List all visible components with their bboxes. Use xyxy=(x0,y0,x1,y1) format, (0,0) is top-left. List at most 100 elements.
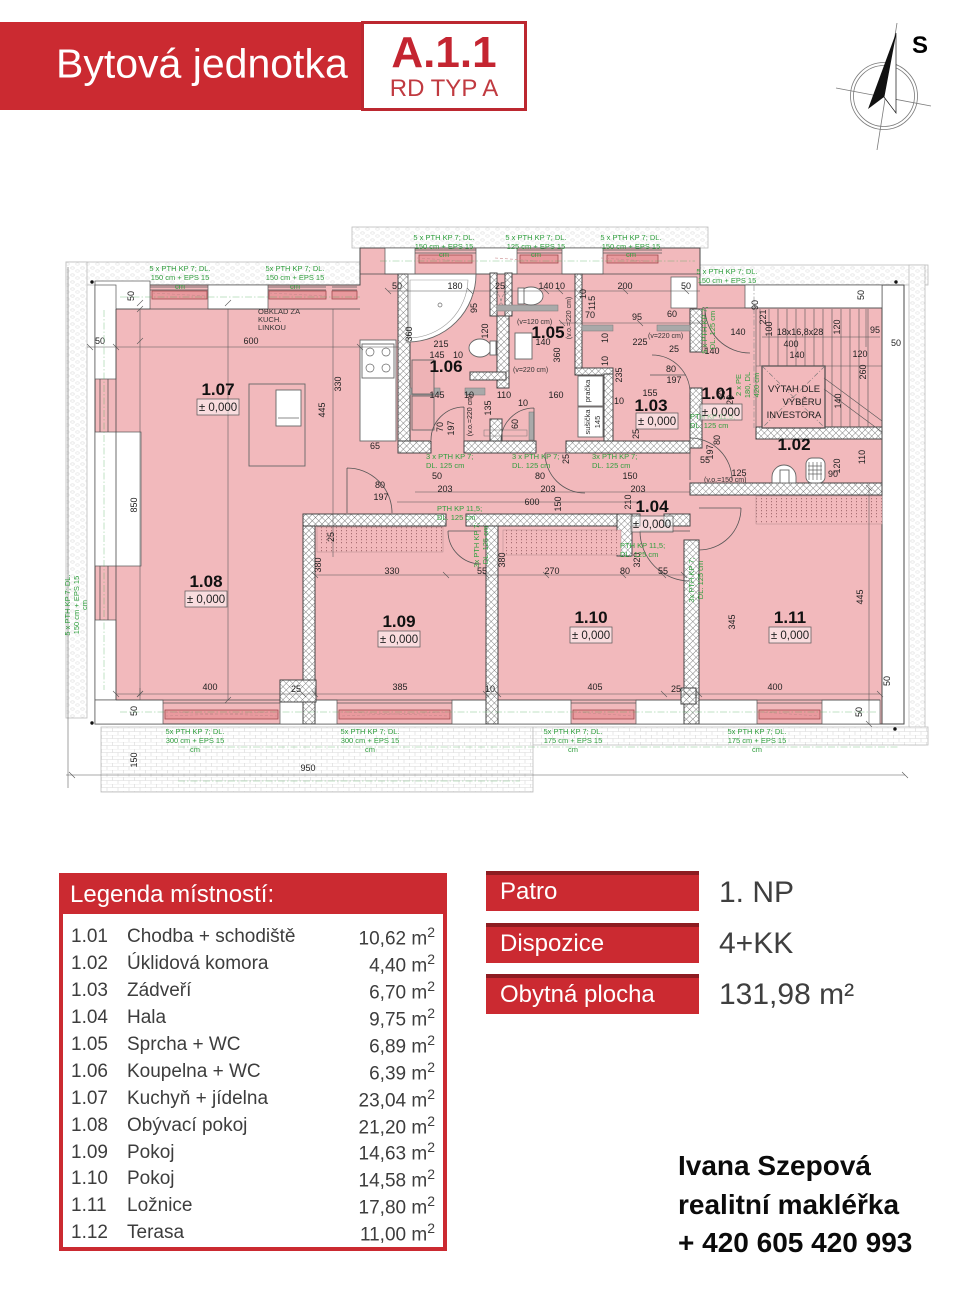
svg-text:55: 55 xyxy=(477,566,487,576)
svg-text:1.06: 1.06 xyxy=(429,357,462,376)
svg-text:221: 221 xyxy=(758,309,768,324)
svg-text:360: 360 xyxy=(552,347,562,362)
svg-text:50: 50 xyxy=(891,338,901,348)
svg-text:cm: cm xyxy=(365,745,375,754)
svg-text:145: 145 xyxy=(593,416,602,429)
svg-text:150: 150 xyxy=(553,496,563,511)
svg-text:(v=220 cm): (v=220 cm) xyxy=(648,333,683,340)
svg-text:270: 270 xyxy=(544,566,559,576)
svg-text:145: 145 xyxy=(429,350,444,360)
svg-text:cm: cm xyxy=(568,745,578,754)
svg-text:(v=220 cm): (v=220 cm) xyxy=(513,367,548,374)
svg-text:80: 80 xyxy=(666,364,676,374)
svg-text:150 cm + EPS 15: 150 cm + EPS 15 xyxy=(266,273,325,282)
svg-text:330: 330 xyxy=(333,376,343,391)
svg-text:3x PTH KP 7;: 3x PTH KP 7; xyxy=(687,557,696,602)
svg-text:150 cm + EPS 15: 150 cm + EPS 15 xyxy=(72,576,81,635)
svg-text:5x PTH KP 7; DL.: 5x PTH KP 7; DL. xyxy=(543,727,602,736)
svg-text:cm: cm xyxy=(80,600,89,610)
svg-text:DL. 125 cm: DL. 125 cm xyxy=(512,461,550,470)
svg-text:cm: cm xyxy=(752,745,762,754)
svg-text:25: 25 xyxy=(631,429,641,439)
svg-text:± 0,000: ± 0,000 xyxy=(771,630,809,642)
svg-text:25: 25 xyxy=(561,454,571,464)
svg-text:cm: cm xyxy=(531,250,541,259)
svg-text:1.02: 1.02 xyxy=(777,435,810,454)
svg-text:95: 95 xyxy=(870,325,880,335)
svg-text:203: 203 xyxy=(437,484,452,494)
svg-text:150: 150 xyxy=(622,471,637,481)
svg-text:DL. 125 cm: DL. 125 cm xyxy=(592,461,630,470)
svg-text:300 cm + EPS 15: 300 cm + EPS 15 xyxy=(166,736,225,745)
svg-text:197: 197 xyxy=(446,420,456,435)
svg-text:445: 445 xyxy=(317,402,327,417)
svg-text:25: 25 xyxy=(495,281,505,291)
svg-text:10: 10 xyxy=(453,350,463,360)
svg-text:400: 400 xyxy=(202,682,217,692)
svg-text:175 cm + EPS 15: 175 cm + EPS 15 xyxy=(728,736,787,745)
svg-text:LINKOU: LINKOU xyxy=(258,323,286,332)
svg-text:VÝBĚRU: VÝBĚRU xyxy=(782,397,821,408)
svg-text:sušička: sušička xyxy=(583,409,592,435)
svg-text:150 cm + EPS 15: 150 cm + EPS 15 xyxy=(698,276,757,285)
svg-text:110: 110 xyxy=(857,450,867,464)
svg-text:155: 155 xyxy=(642,388,657,398)
svg-text:1.01: 1.01 xyxy=(701,384,734,403)
svg-text:330: 330 xyxy=(384,566,399,576)
svg-text:10: 10 xyxy=(600,333,610,343)
svg-text:55: 55 xyxy=(700,455,710,465)
svg-text:S: S xyxy=(912,32,928,59)
svg-text:DL. 125 cm: DL. 125 cm xyxy=(426,461,464,470)
svg-text:± 0,000: ± 0,000 xyxy=(638,416,676,428)
svg-text:50: 50 xyxy=(882,676,892,686)
svg-text:600: 600 xyxy=(243,336,258,346)
svg-text:950: 950 xyxy=(300,763,315,773)
svg-text:(v.o.=220 cm): (v.o.=220 cm) xyxy=(566,297,573,339)
svg-text:80: 80 xyxy=(535,471,545,481)
svg-text:(v.o.=150 cm): (v.o.=150 cm) xyxy=(704,477,746,484)
svg-text:50: 50 xyxy=(856,290,866,300)
svg-text:150 cm + EPS 15: 150 cm + EPS 15 xyxy=(415,242,474,251)
svg-text:1.03: 1.03 xyxy=(634,396,667,415)
svg-text:200: 200 xyxy=(617,281,632,291)
svg-text:DL. 125 cm: DL. 125 cm xyxy=(690,421,728,430)
svg-text:10: 10 xyxy=(600,356,610,366)
svg-text:50: 50 xyxy=(392,281,402,291)
svg-text:5x PTH KP 7; DL.: 5x PTH KP 7; DL. xyxy=(727,727,786,736)
svg-text:180, DL: 180, DL xyxy=(743,372,752,398)
svg-text:1.05: 1.05 xyxy=(531,323,564,342)
svg-text:5 x PTH KP 7; DL.: 5 x PTH KP 7; DL. xyxy=(696,267,757,276)
svg-text:140: 140 xyxy=(833,393,843,408)
svg-text:OBKLAD ZA: OBKLAD ZA xyxy=(258,307,300,316)
svg-text:50: 50 xyxy=(95,336,105,346)
svg-text:140: 140 xyxy=(538,281,553,291)
svg-text:210: 210 xyxy=(623,494,633,509)
svg-text:3x PTH KP 7;: 3x PTH KP 7; xyxy=(472,522,481,567)
svg-text:420 cm: 420 cm xyxy=(752,373,761,398)
svg-text:± 0,000: ± 0,000 xyxy=(702,407,740,419)
svg-text:70: 70 xyxy=(585,310,595,320)
svg-text:10: 10 xyxy=(518,398,528,408)
svg-text:90: 90 xyxy=(717,390,727,400)
svg-text:95: 95 xyxy=(469,303,479,313)
svg-text:3 x PTH KP 7;: 3 x PTH KP 7; xyxy=(512,452,559,461)
svg-text:65: 65 xyxy=(370,441,380,451)
svg-text:VÝTAH DLE: VÝTAH DLE xyxy=(768,384,820,395)
svg-text:445: 445 xyxy=(855,589,865,604)
svg-text:DL. 125 cm: DL. 125 cm xyxy=(708,311,717,349)
svg-text:25: 25 xyxy=(671,684,681,694)
svg-text:(v.o.=220 cm): (v.o.=220 cm) xyxy=(467,394,474,436)
svg-text:20: 20 xyxy=(725,395,735,405)
svg-text:5 x PTH KP 7;: 5 x PTH KP 7; xyxy=(700,306,709,353)
svg-text:90: 90 xyxy=(828,469,838,479)
svg-text:DL. 125 cm: DL. 125 cm xyxy=(481,526,490,564)
svg-text:80: 80 xyxy=(620,566,630,576)
svg-text:50: 50 xyxy=(129,706,139,716)
svg-text:DL. 125 cm: DL. 125 cm xyxy=(696,561,705,599)
svg-text:18x16,8x28: 18x16,8x28 xyxy=(777,327,824,337)
svg-text:1.09: 1.09 xyxy=(382,612,415,631)
svg-text:25: 25 xyxy=(291,684,301,694)
svg-text:180: 180 xyxy=(447,281,462,291)
svg-text:115: 115 xyxy=(587,296,597,310)
svg-text:50: 50 xyxy=(432,471,442,481)
